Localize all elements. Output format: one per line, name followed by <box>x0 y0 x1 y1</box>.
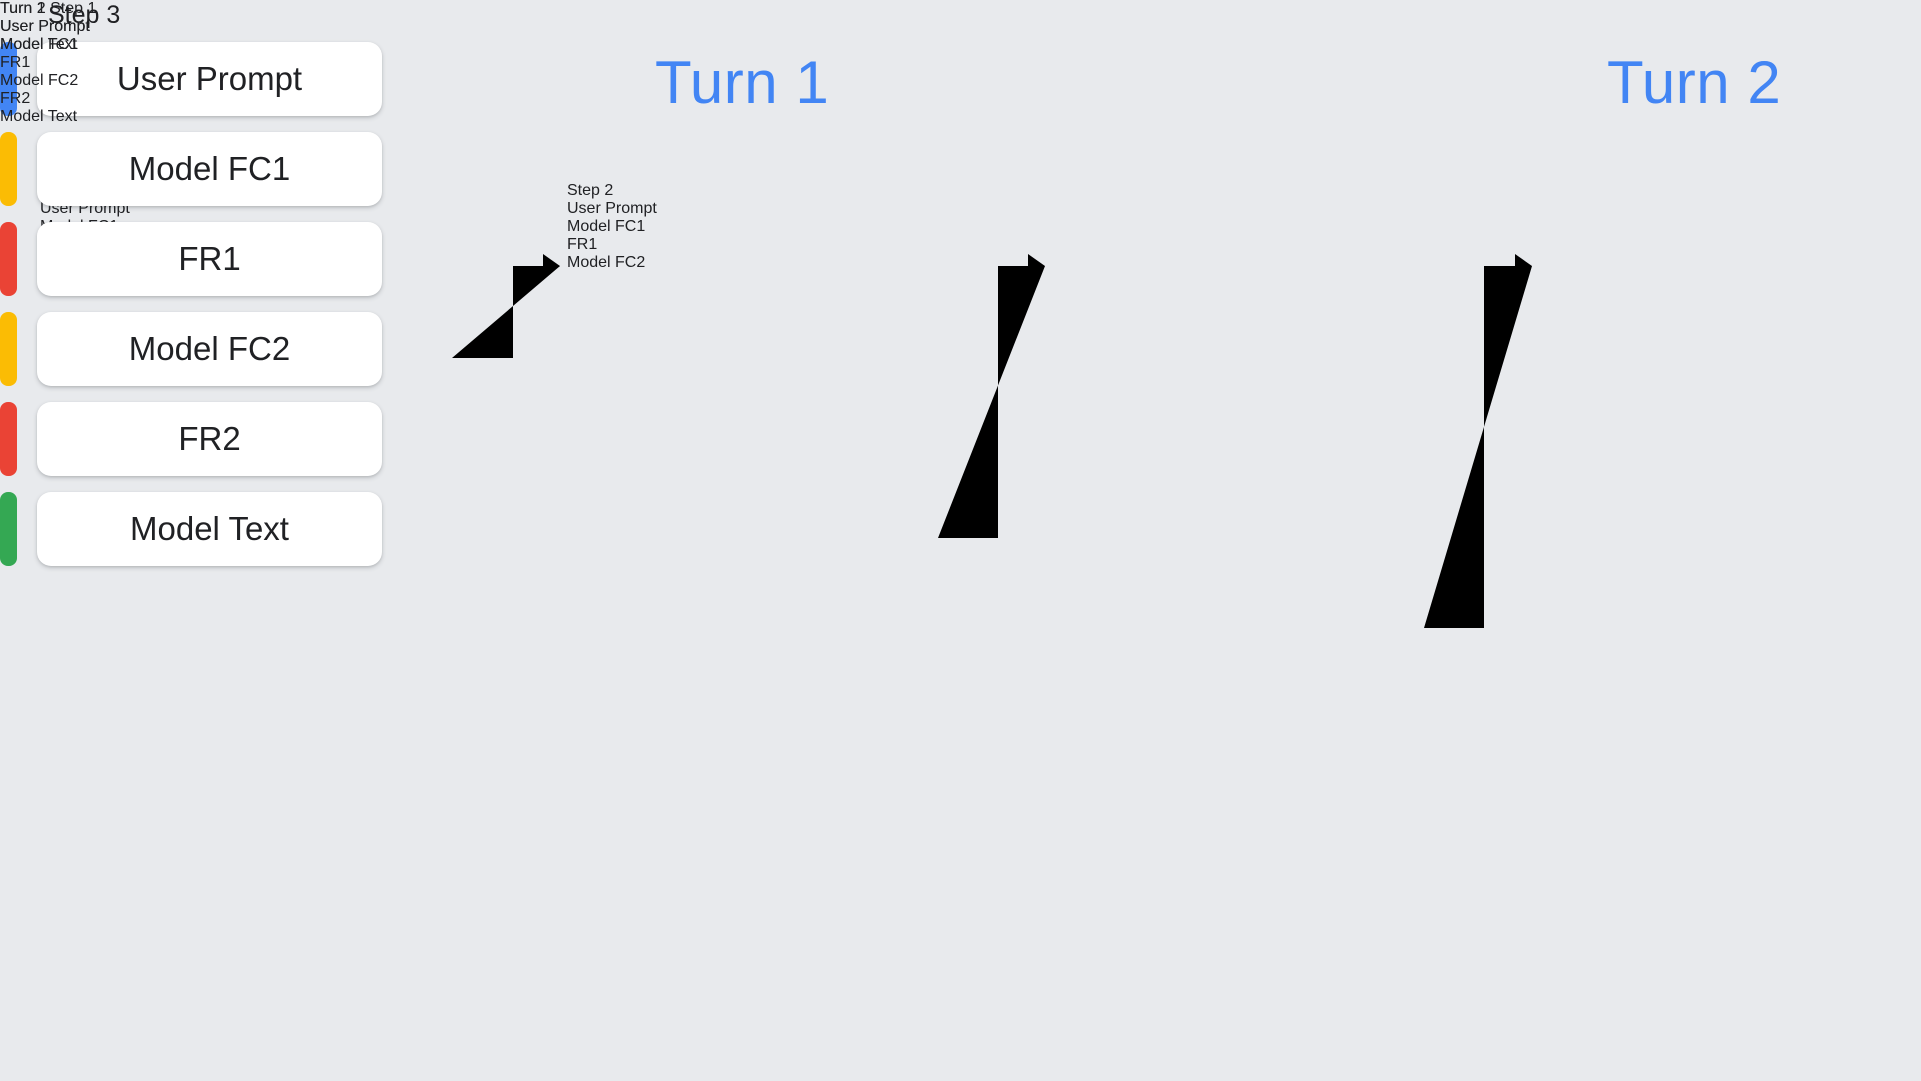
status-bar-yellow <box>0 132 17 206</box>
card-fr1[interactable]: FR1 <box>37 222 382 296</box>
column-step-3: Step 3 User Prompt Model FC1 FR1 Model F… <box>0 0 382 566</box>
card-fr2[interactable]: FR2 <box>37 402 382 476</box>
status-bar-green <box>0 492 17 566</box>
list-item: User Prompt <box>567 200 949 218</box>
card-model-fc1[interactable]: Model FC1 <box>567 218 646 235</box>
card-model-text[interactable]: Model Text <box>0 108 78 125</box>
connector-step1-to-step2 <box>452 254 560 358</box>
list-item: Model FC1 <box>0 36 382 54</box>
column-turn-2-step-1: Turn 2 Step 1 User Prompt Model Text <box>0 0 382 54</box>
heading-turn-2: Turn 2 <box>1607 49 1782 116</box>
list-item: User Prompt <box>0 18 382 36</box>
status-bar-yellow <box>0 312 17 386</box>
list-item: Model FC2 <box>567 254 949 272</box>
list-item: User Prompt <box>0 18 382 36</box>
list-item: Model Text <box>0 492 382 566</box>
list-item: FR2 <box>0 402 382 476</box>
column-label-step-2: Step 2 <box>567 182 614 199</box>
card-model-fc1[interactable]: Model FC1 <box>37 132 382 206</box>
card-fr1[interactable]: FR1 <box>0 54 31 71</box>
column-label-turn-1: Turn 1 <box>0 0 46 17</box>
list-item: Model FC2 <box>0 72 382 90</box>
connector-step3-to-turn2 <box>1424 254 1532 628</box>
card-model-text[interactable]: Model Text <box>0 36 78 53</box>
list-item: User Prompt <box>0 42 382 116</box>
list-item: FR1 <box>0 54 382 72</box>
card-model-fc2[interactable]: Model FC2 <box>0 72 79 89</box>
card-fr2[interactable]: FR2 <box>0 90 31 107</box>
list-item: Model FC1 <box>0 132 382 206</box>
list-item: FR1 <box>567 236 949 254</box>
card-model-fc1[interactable]: Model FC1 <box>0 36 79 53</box>
status-bar-red <box>0 402 17 476</box>
status-bar-red <box>0 222 17 296</box>
card-model-fc2[interactable]: Model FC2 <box>37 312 382 386</box>
list-item: FR1 <box>0 222 382 296</box>
list-item: Model Text <box>0 108 382 126</box>
heading-turn-1: Turn 1 <box>655 49 830 116</box>
status-bar-blue <box>0 42 17 116</box>
column-label-turn-2-step-1: Turn 2 Step 1 <box>0 0 97 17</box>
card-fr1[interactable]: FR1 <box>567 236 598 253</box>
column-step-2: Step 2 User Prompt Model FC1 FR1 Model F… <box>567 182 949 272</box>
list-item: FR2 <box>0 90 382 108</box>
card-user-prompt[interactable]: User Prompt <box>0 18 90 35</box>
card-model-fc2[interactable]: Model FC2 <box>567 254 646 271</box>
column-turn-1-result: Turn 1 User Prompt Model FC1 FR1 Model F… <box>0 0 382 126</box>
connector-step2-to-step3 <box>938 254 1045 538</box>
card-user-prompt[interactable]: User Prompt <box>37 42 382 116</box>
column-label-step-3: Step 3 <box>48 1 121 29</box>
list-item: Model Text <box>0 36 382 54</box>
card-user-prompt[interactable]: User Prompt <box>0 18 90 35</box>
list-item: Model FC1 <box>567 218 949 236</box>
card-model-text[interactable]: Model Text <box>37 492 382 566</box>
card-user-prompt[interactable]: User Prompt <box>567 200 657 217</box>
list-item: Model FC2 <box>0 312 382 386</box>
